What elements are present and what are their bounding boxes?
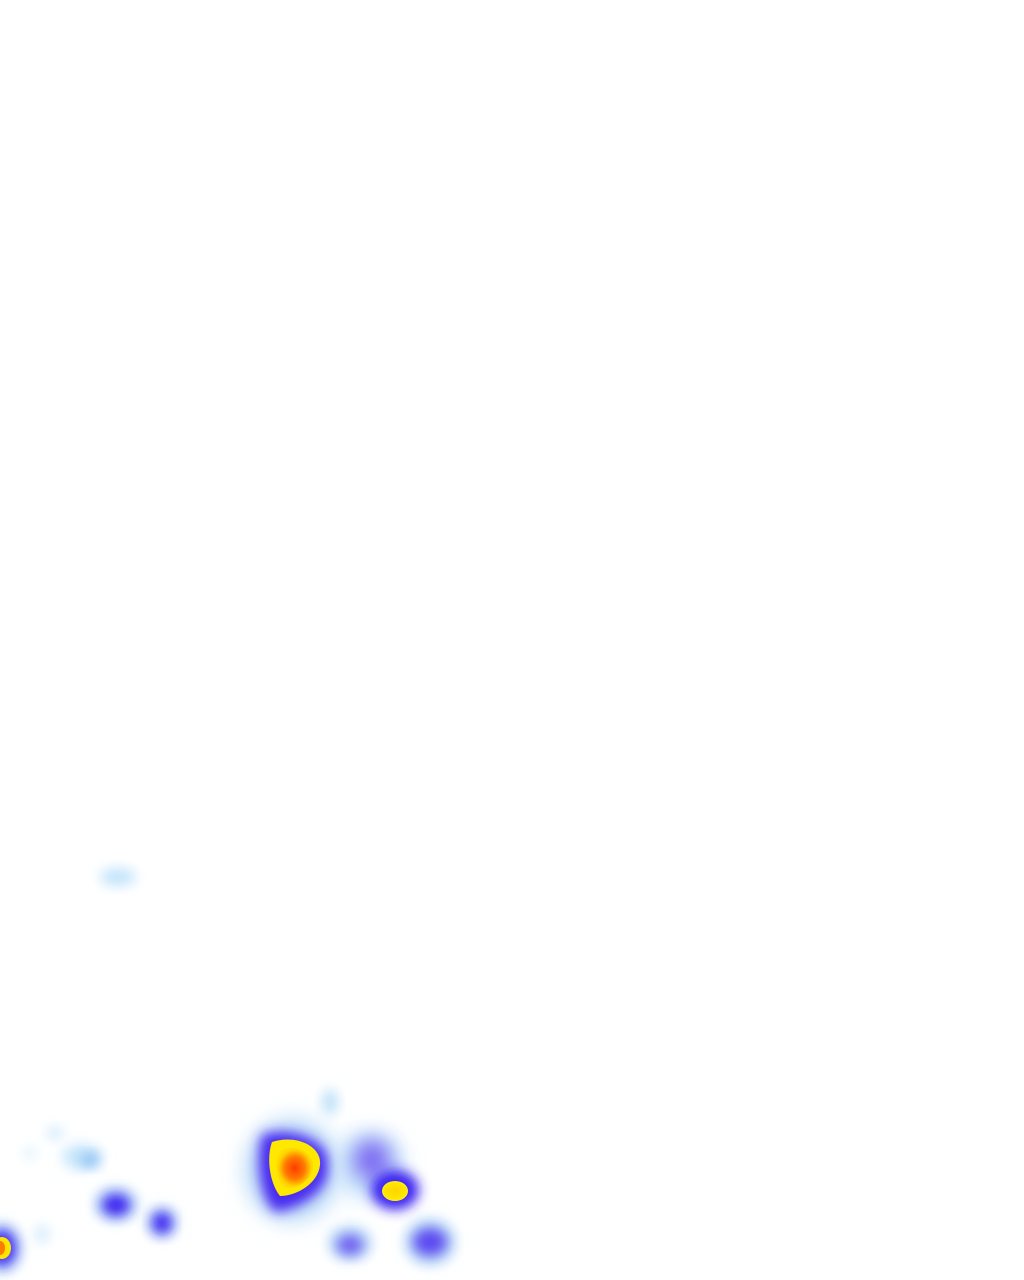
hotspot-small-cluster-left xyxy=(62,1144,102,1170)
hotspot-lower-right xyxy=(404,1218,456,1266)
hotspot-main-peak xyxy=(244,1118,340,1222)
hotspot-lower-middle xyxy=(328,1225,372,1261)
hotspot-blue-dot-2 xyxy=(146,1206,178,1238)
hotspot-left-edge xyxy=(0,1222,22,1274)
hotspot-right-cluster xyxy=(336,1131,419,1210)
hotspot-light-cloud-upper xyxy=(100,868,136,886)
hotspot-blue-dot-1 xyxy=(94,1186,138,1222)
hotspot-faint-flecks xyxy=(23,1127,63,1243)
hotspot-light-speck xyxy=(322,1089,338,1115)
